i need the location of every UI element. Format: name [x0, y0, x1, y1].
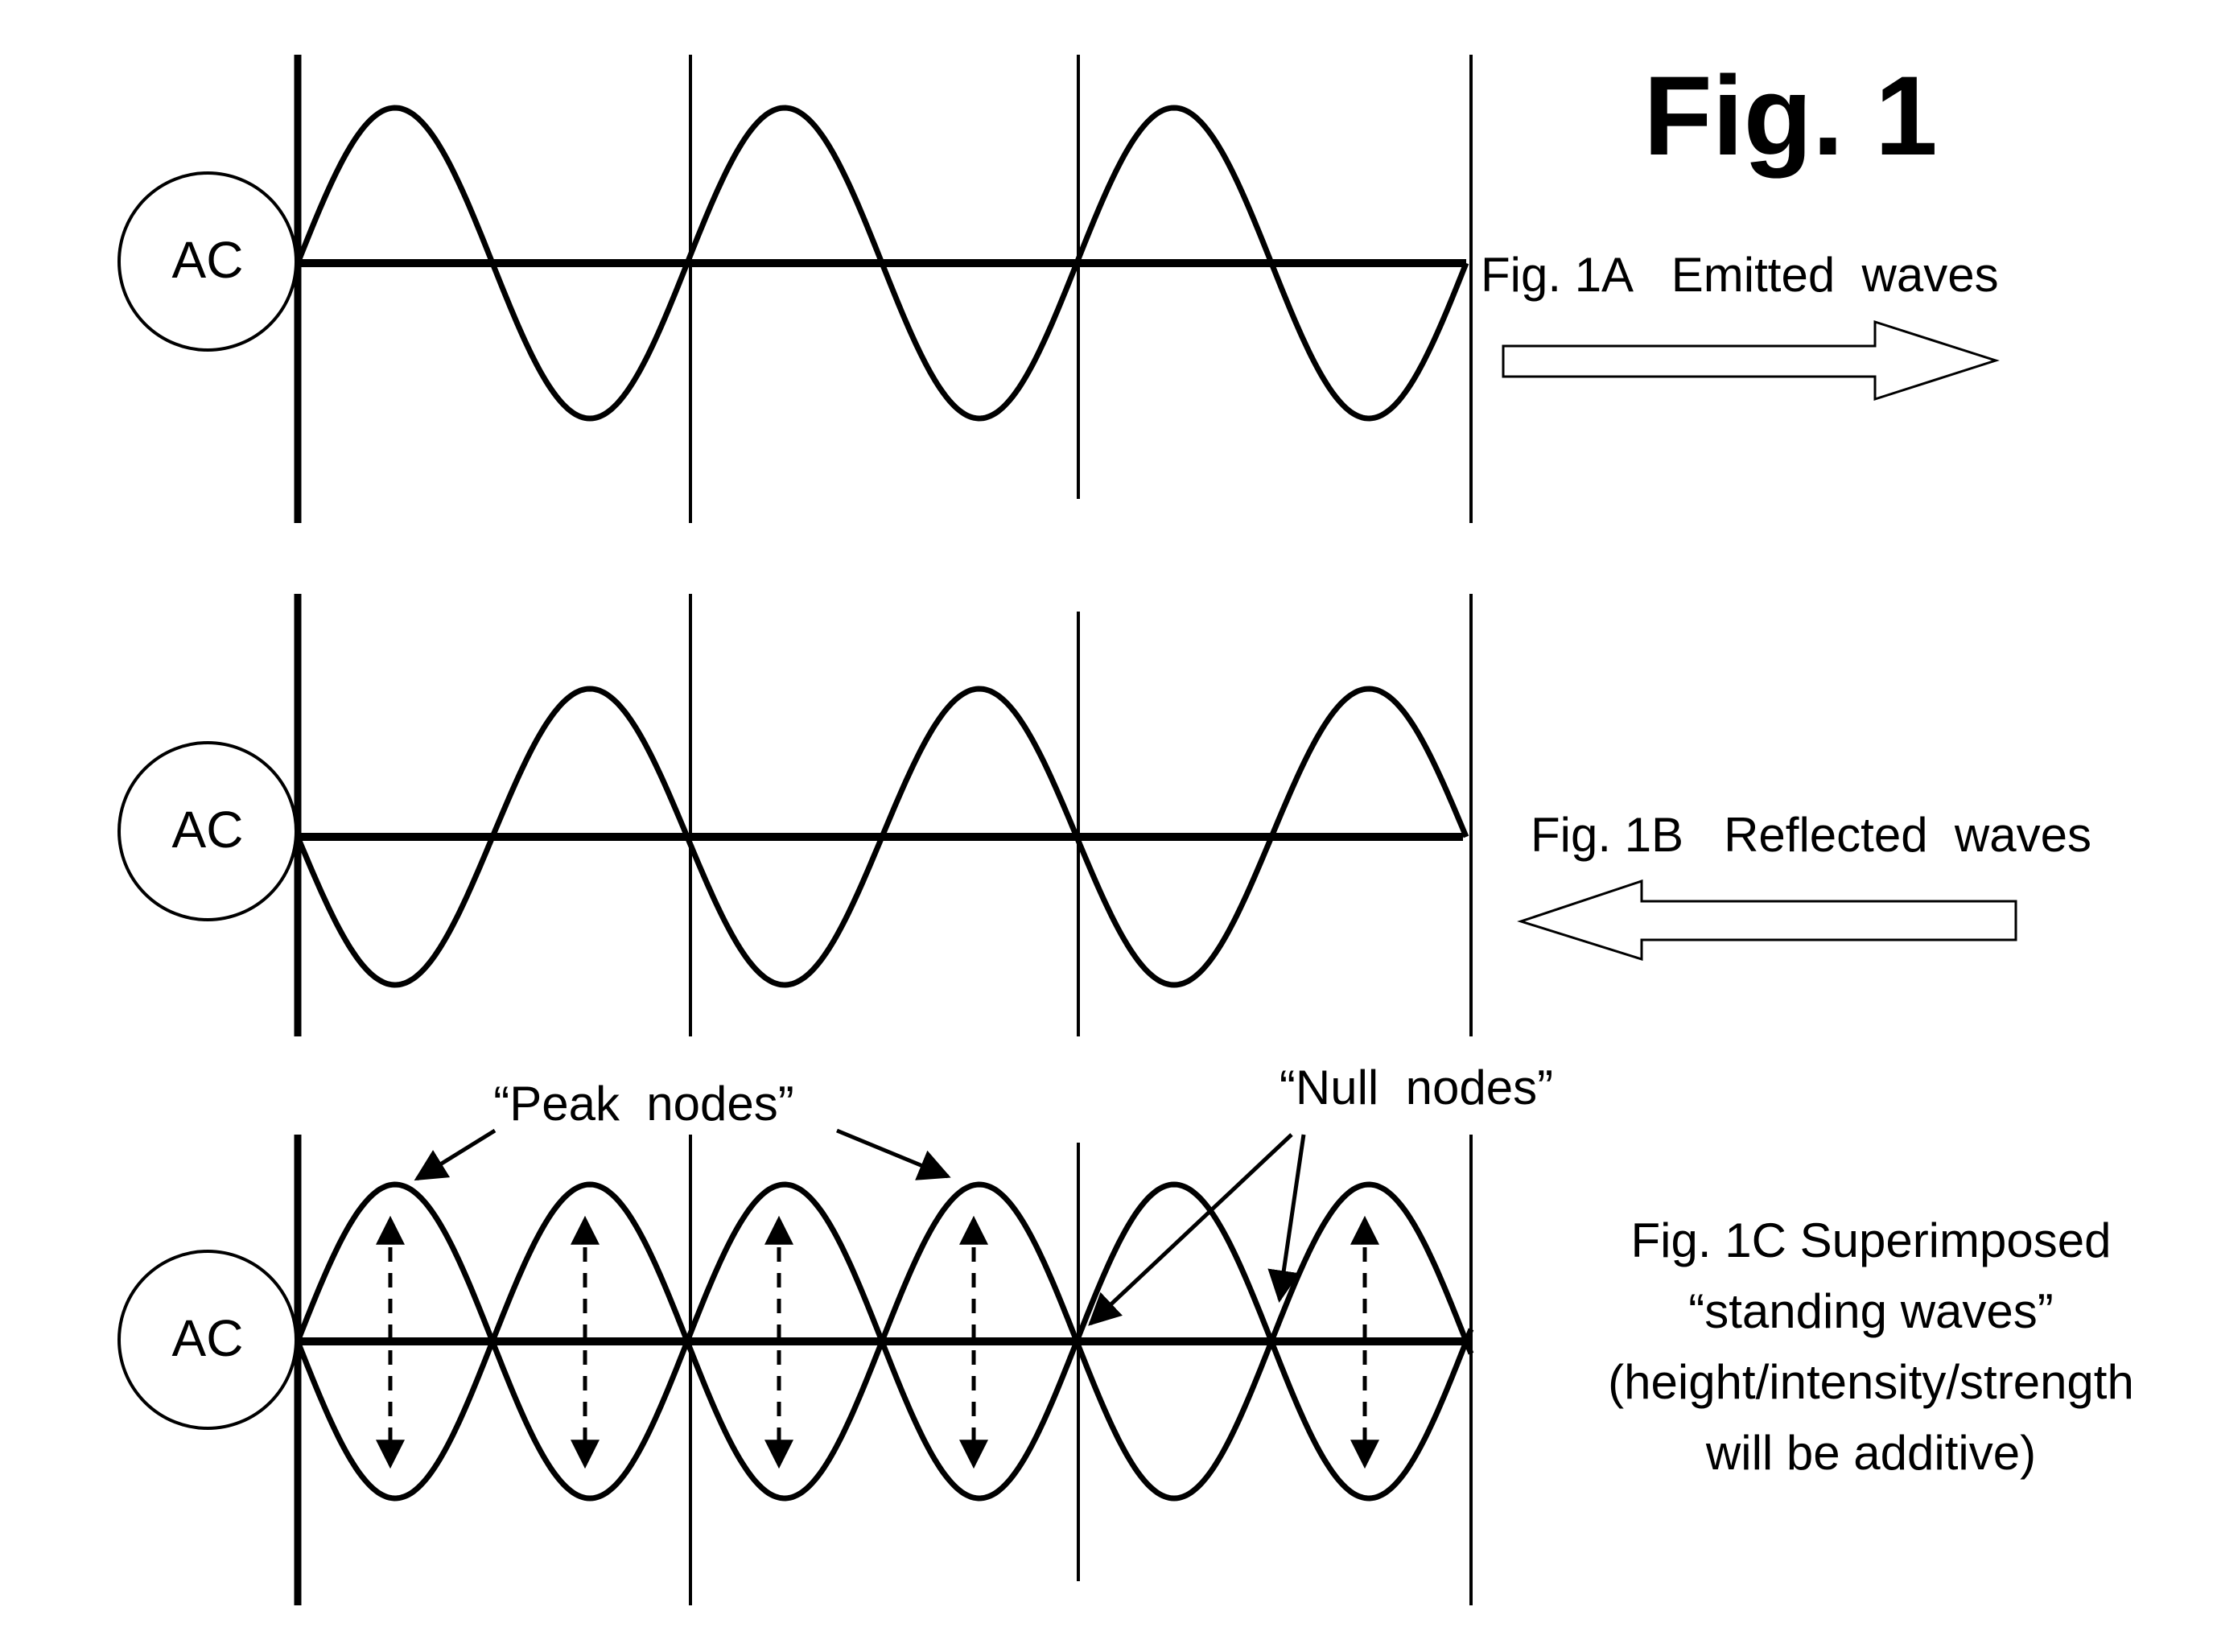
emitted-wave-curve	[295, 105, 1469, 422]
ac-source-label: AC	[172, 1309, 244, 1367]
ac-source-label: AC	[172, 231, 244, 289]
caption-line: Fig. 1C Superimposed	[1631, 1213, 2112, 1267]
standing-wave-lower-curve	[295, 1333, 1474, 1502]
panel-emitted-waves: AC Fig. 1A Emitted waves	[117, 55, 2000, 523]
panel-c-caption: Fig. 1C Superimposed “standing waves” (h…	[1608, 1213, 2134, 1480]
null-callout-arrow	[1267, 1134, 1306, 1303]
peak-callout-arrow	[836, 1128, 951, 1180]
panel-standing-waves: AC “Peak nodes” “Null nodes” Fig. 1C Sup…	[117, 1061, 2134, 1605]
caption-line: will be additive)	[1705, 1426, 2036, 1480]
caption-line: (height/intensity/strength	[1608, 1355, 2134, 1409]
null-nodes-label: “Null nodes”	[1280, 1061, 1553, 1114]
dividers	[294, 594, 1473, 1036]
dividers	[294, 1135, 1473, 1605]
amplitude-arrows	[376, 1215, 1379, 1469]
arrow-left-icon	[1517, 879, 2017, 962]
figure-title: Fig. 1	[1643, 52, 1938, 179]
panel-a-caption: Fig. 1A Emitted waves	[1481, 248, 1999, 302]
caption-line: “standing waves”	[1688, 1284, 2054, 1338]
peak-nodes-label: “Peak nodes”	[493, 1077, 794, 1131]
reflected-wave-curve	[295, 686, 1469, 988]
ac-source-label: AC	[172, 801, 244, 859]
arrow-right-icon	[1502, 319, 2000, 402]
panel-reflected-waves: AC Fig. 1B Reflected waves	[117, 594, 2091, 1036]
peak-callout-arrow	[414, 1128, 497, 1181]
ac-source-circle	[117, 741, 298, 921]
dividers	[294, 55, 1473, 523]
panel-b-caption: Fig. 1B Reflected waves	[1531, 808, 2091, 862]
null-callout-arrow	[1088, 1133, 1293, 1326]
standing-wave-upper-curve	[295, 1181, 1474, 1349]
